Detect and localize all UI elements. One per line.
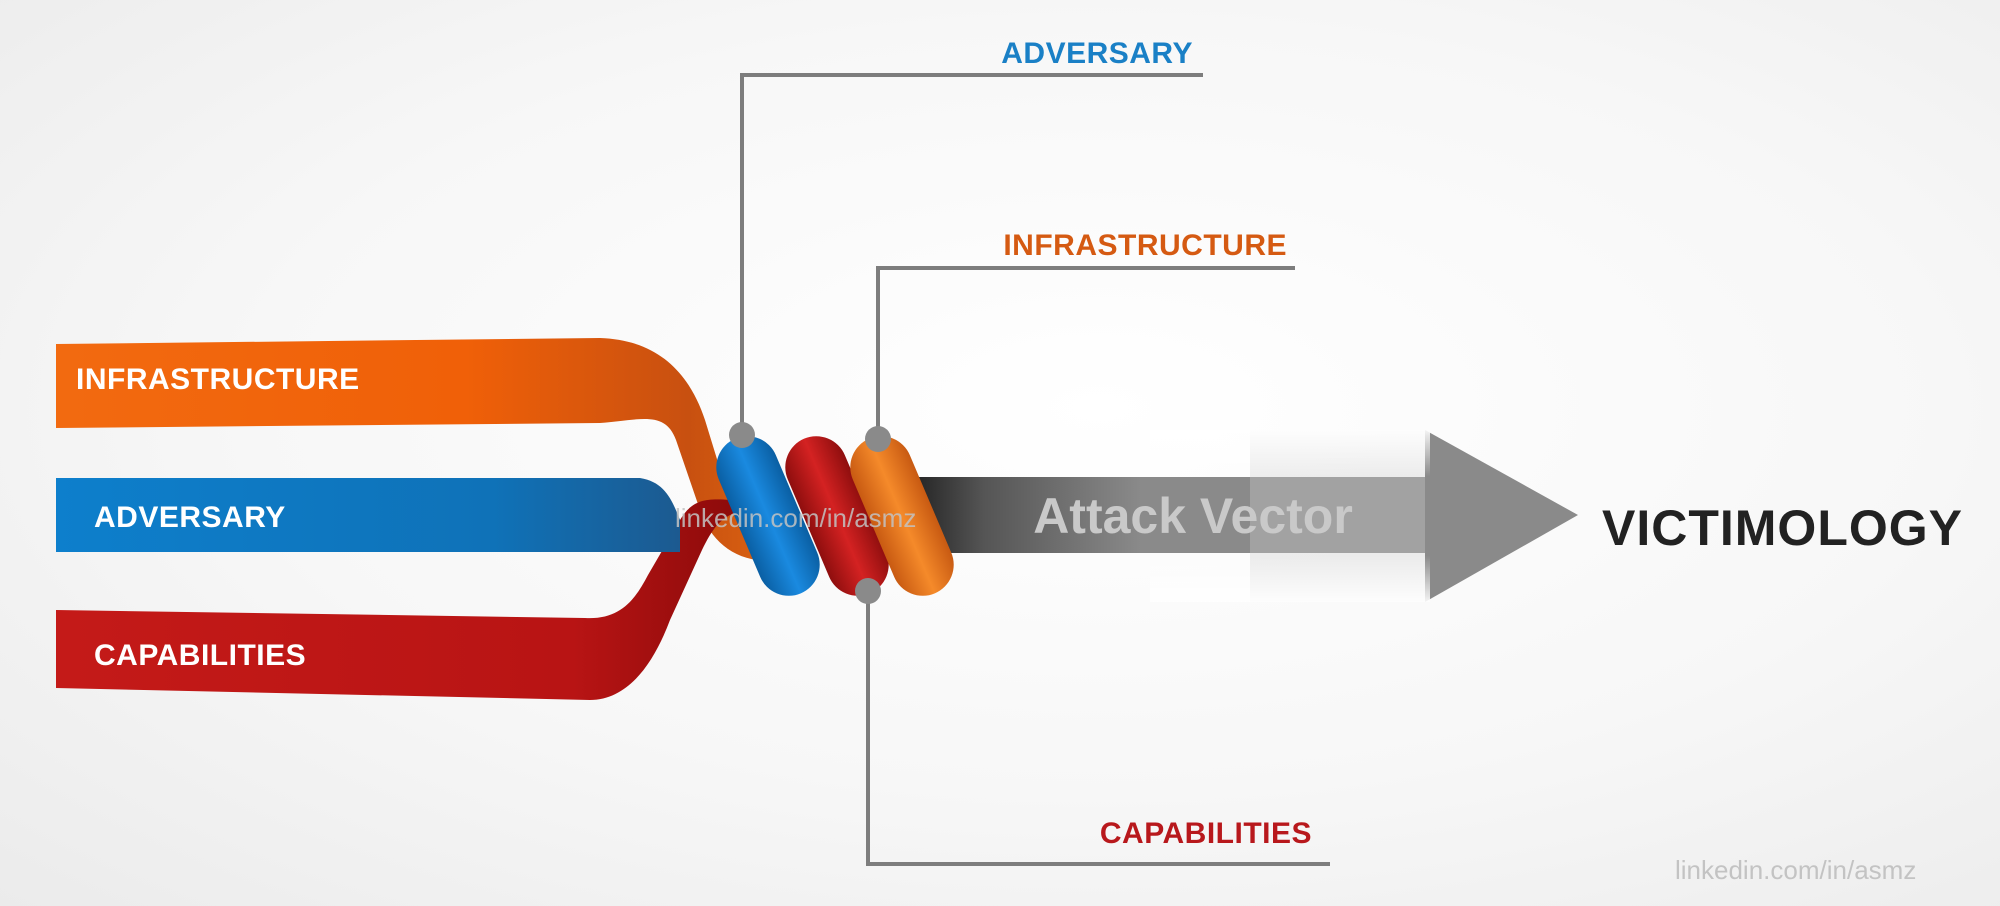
attack-vector-arrow: Attack Vector [905, 430, 1578, 602]
capabilities-band: CAPABILITIES [56, 499, 745, 700]
center-watermark: linkedin.com/in/asmz [675, 503, 916, 533]
corner-watermark: linkedin.com/in/asmz [1675, 855, 1916, 885]
capabilities-callout-pin [855, 578, 881, 604]
arrow-label: Attack Vector [1033, 488, 1353, 544]
capabilities-callout-line [866, 591, 1330, 866]
capabilities-band-label: CAPABILITIES [94, 639, 306, 672]
adversary-callout-label: ADVERSARY [1001, 37, 1193, 70]
arrow-fade-overlay [1150, 430, 1430, 602]
adversary-band-label: ADVERSARY [94, 501, 286, 534]
orange-coil [850, 436, 954, 596]
capabilities-callout-label: CAPABILITIES [1100, 817, 1312, 850]
adversary-ribbon [56, 478, 680, 552]
adversary-band: ADVERSARY [56, 478, 680, 552]
infrastructure-band-label: INFRASTRUCTURE [76, 363, 360, 396]
infrastructure-ribbon [56, 338, 800, 561]
adversary-callout-line [740, 73, 1203, 435]
infrastructure-callout-pin [865, 426, 891, 452]
red-coil [785, 436, 889, 596]
blue-coil [716, 436, 820, 596]
infrastructure-band: INFRASTRUCTURE [56, 338, 800, 561]
victimology-label: VICTIMOLOGY [1602, 500, 1963, 556]
arrow-head [1425, 430, 1578, 602]
adversary-callout: ADVERSARY [729, 37, 1203, 448]
infrastructure-callout-label: INFRASTRUCTURE [1003, 229, 1287, 262]
twist-coils [716, 436, 954, 596]
capabilities-ribbon [56, 499, 745, 700]
infrastructure-callout: INFRASTRUCTURE [865, 229, 1295, 452]
capabilities-callout: CAPABILITIES [855, 578, 1330, 866]
infrastructure-callout-line [876, 266, 1295, 439]
adversary-callout-pin [729, 422, 755, 448]
